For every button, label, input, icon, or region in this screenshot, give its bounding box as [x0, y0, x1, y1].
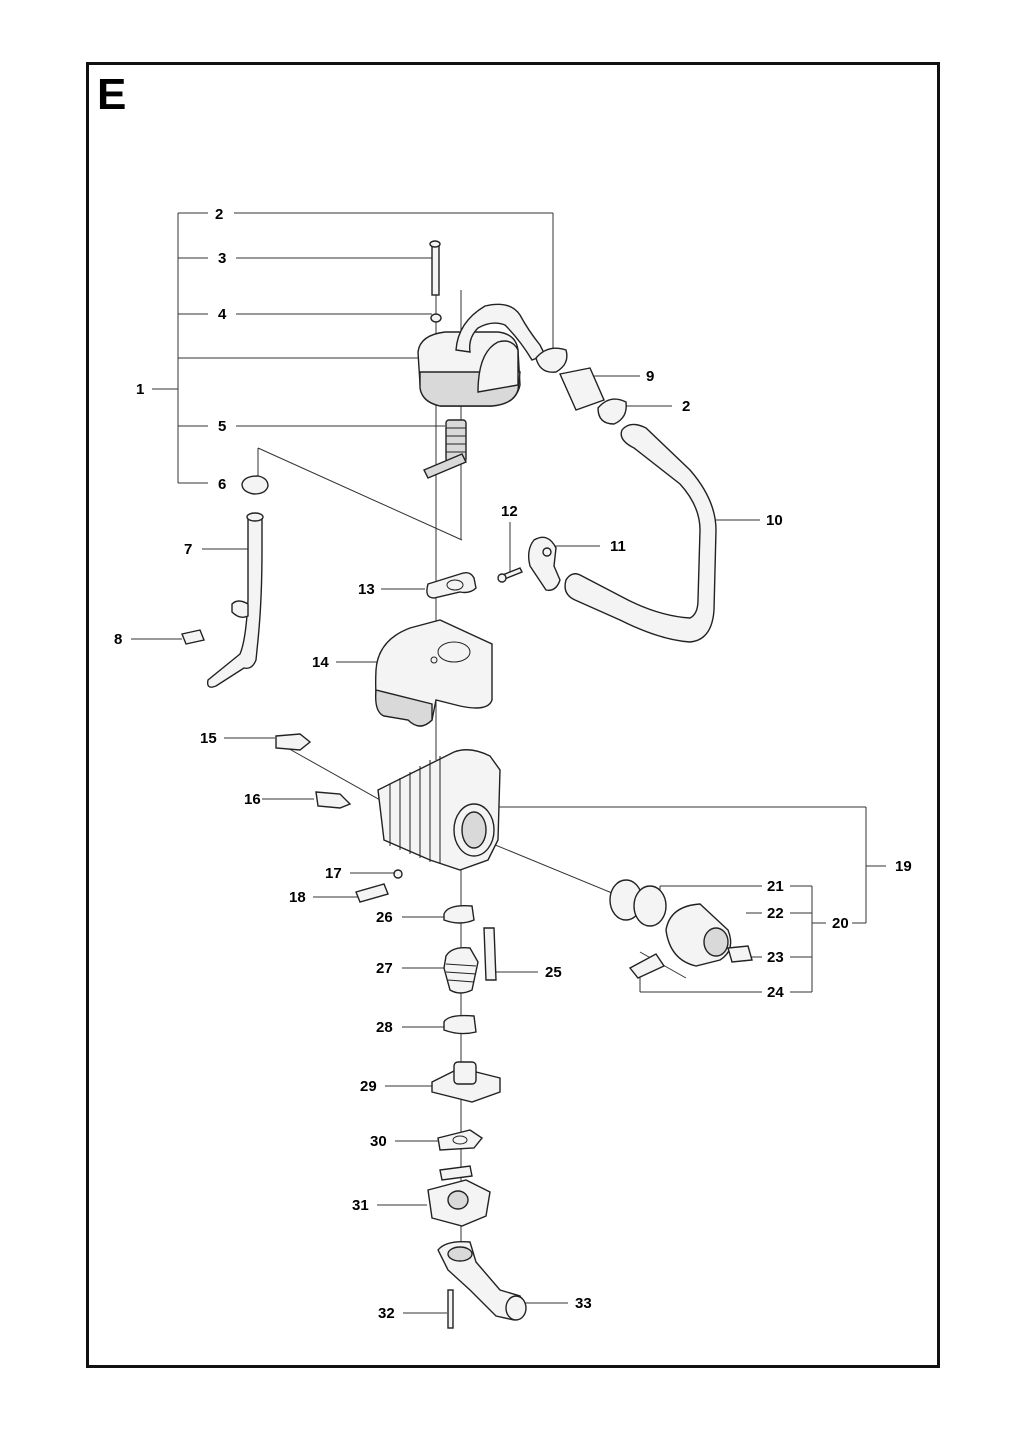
- callout-24: 24: [767, 984, 784, 1001]
- callout-5: 5: [218, 418, 226, 435]
- callout-22: 22: [767, 905, 784, 922]
- callout-2-right: 2: [682, 398, 690, 415]
- screen-illustration: [423, 419, 467, 479]
- section-letter: E: [97, 70, 127, 119]
- callout-4: 4: [218, 306, 227, 323]
- callout-13: 13: [358, 581, 375, 598]
- cylinder-illustration: [275, 733, 501, 903]
- intake-pipe-illustration: [181, 475, 269, 688]
- callout-32: 32: [378, 1305, 395, 1322]
- callout-labels: 2 3 4 1 5 6 9 2 10 12 11 7 13 8 14 15 16…: [114, 206, 912, 1322]
- callout-1: 1: [136, 381, 144, 398]
- heat-shield-illustration: [374, 619, 493, 727]
- callout-18: 18: [289, 889, 306, 906]
- intake-manifold-illustration: [437, 1240, 527, 1329]
- callout-30: 30: [370, 1133, 387, 1150]
- diagram-frame: [86, 62, 940, 1368]
- callout-10: 10: [766, 512, 783, 529]
- piston-illustration: [609, 879, 753, 979]
- carburetor-illustration: [427, 1165, 491, 1227]
- callout-2: 2: [215, 206, 223, 223]
- callout-31: 31: [352, 1197, 369, 1214]
- callout-15: 15: [200, 730, 217, 747]
- callout-23: 23: [767, 949, 784, 966]
- callout-29: 29: [360, 1078, 377, 1095]
- callout-33: 33: [575, 1295, 592, 1312]
- callout-11: 11: [610, 538, 626, 555]
- callout-16: 16: [244, 791, 261, 808]
- callout-6: 6: [218, 476, 226, 493]
- callout-7: 7: [184, 541, 192, 558]
- callout-27: 27: [376, 960, 393, 977]
- gasket-illustration: [426, 571, 477, 599]
- callout-25: 25: [545, 964, 562, 981]
- callout-9: 9: [646, 368, 654, 385]
- callout-21: 21: [767, 878, 784, 895]
- callout-12: 12: [501, 503, 518, 520]
- muffler-illustration: [417, 240, 546, 407]
- tube-illustration: [535, 347, 717, 643]
- intake-illustration: [431, 904, 501, 1151]
- bracket-illustration: [497, 536, 561, 591]
- callout-28: 28: [376, 1019, 393, 1036]
- callout-26: 26: [376, 909, 393, 926]
- callout-19: 19: [895, 858, 912, 875]
- callout-20: 20: [832, 915, 849, 932]
- callout-14: 14: [312, 654, 329, 671]
- callout-3: 3: [218, 250, 226, 267]
- callout-8: 8: [114, 631, 122, 648]
- callout-17: 17: [325, 865, 342, 882]
